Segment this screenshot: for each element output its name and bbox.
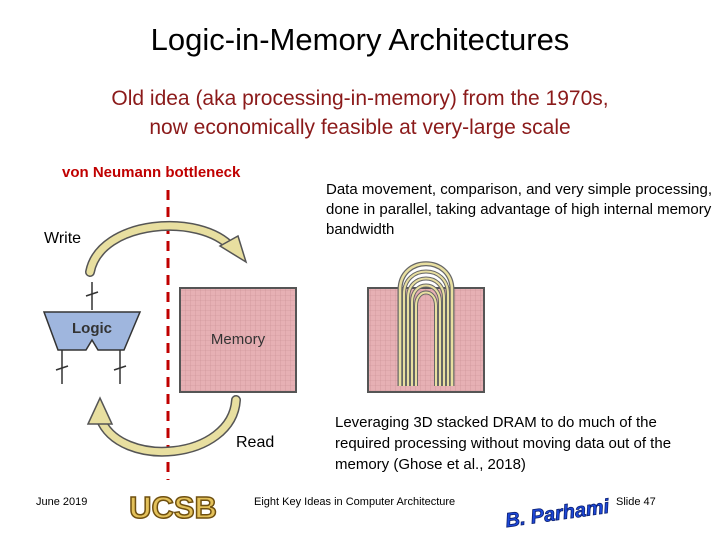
bottleneck-label: von Neumann bottleneck bbox=[62, 164, 241, 181]
data-movement-text: Data movement, comparison, and very simp… bbox=[326, 181, 713, 238]
author-logo: B. Parhami bbox=[504, 490, 611, 533]
read-arrow bbox=[86, 395, 241, 457]
ucsb-logo-text: UCSB bbox=[129, 490, 217, 525]
slide-number: Slide 47 bbox=[616, 496, 656, 508]
logic-block: Logic bbox=[42, 282, 142, 384]
internal-bandwidth-arcs bbox=[397, 261, 455, 386]
read-label: Read bbox=[236, 434, 275, 451]
subtitle-line-1: Old idea (aka processing-in-memory) from… bbox=[111, 87, 609, 110]
write-arrow bbox=[85, 220, 248, 277]
footer-course: Eight Key Ideas in Computer Architecture bbox=[254, 496, 456, 508]
leveraging-text: Leveraging 3D stacked DRAM to do much of… bbox=[335, 414, 672, 473]
memory-block: Memory bbox=[179, 287, 297, 393]
logic-label: Logic bbox=[72, 320, 112, 337]
subtitle-line-2: now economically feasible at very-large … bbox=[149, 116, 571, 139]
footer-date: June 2019 bbox=[36, 496, 88, 508]
ucsb-logo: UCSB bbox=[128, 488, 218, 526]
write-label: Write bbox=[44, 230, 82, 247]
memory-label: Memory bbox=[211, 331, 266, 348]
stacked-memory-block bbox=[367, 261, 485, 393]
slide-title: Logic-in-Memory Architectures bbox=[150, 22, 570, 57]
